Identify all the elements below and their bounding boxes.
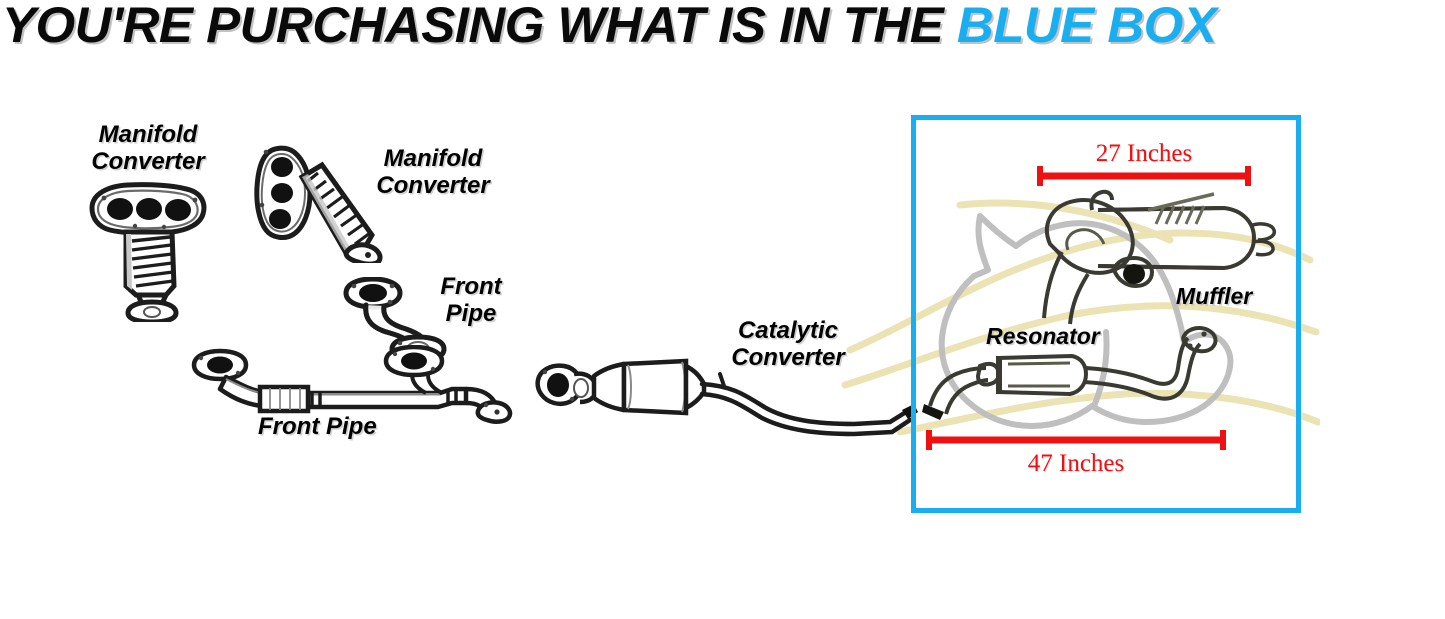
- header-title-accent: BLUE BOX: [956, 0, 1217, 53]
- front-pipe-long-label: Front Pipe: [258, 413, 377, 440]
- blue-box-highlight: [911, 115, 1301, 513]
- catalytic-converter-art: [534, 352, 920, 442]
- resonator-dimension-label: 47 Inches: [1027, 450, 1125, 477]
- muffler-label: Muffler: [1176, 283, 1253, 309]
- resonator-art: [920, 320, 1230, 430]
- catalytic-converter-label: Catalytic Converter: [731, 317, 845, 371]
- muffler-dimension-line: [1036, 166, 1252, 191]
- front-pipe-long-art: [190, 345, 520, 425]
- manifold-converter-left-art: [82, 182, 208, 322]
- muffler-dimension-label: 27 Inches: [1095, 140, 1193, 167]
- resonator-label: Resonator: [986, 323, 1100, 349]
- muffler-art: [1028, 188, 1298, 328]
- manifold-converter-left-label: Manifold Converter: [91, 121, 205, 175]
- manifold-converter-mid-label: Manifold Converter: [376, 145, 490, 199]
- resonator-dimension-line: [925, 430, 1227, 455]
- front-pipe-small-label: Front Pipe: [440, 273, 502, 327]
- manifold-converter-mid-art: [246, 143, 386, 263]
- header-title-main: YOU'RE PURCHASING WHAT IS IN THE: [2, 0, 957, 53]
- header-title: YOU'RE PURCHASING WHAT IS IN THE BLUE BO…: [2, 0, 1217, 53]
- header-banner: YOU'RE PURCHASING WHAT IS IN THE BLUE BO…: [0, 0, 1445, 56]
